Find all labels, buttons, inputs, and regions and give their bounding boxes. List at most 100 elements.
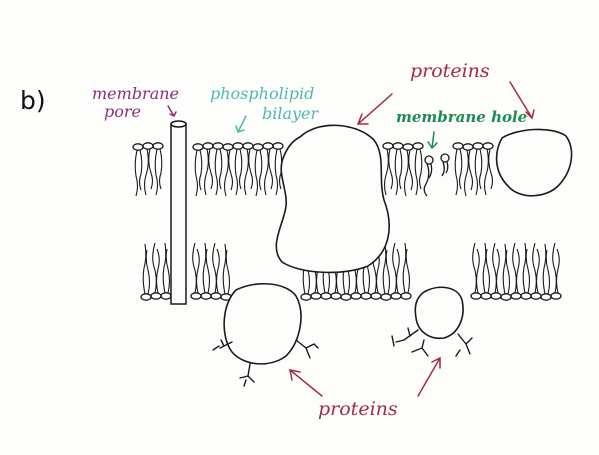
proteins-bottom-label: proteins xyxy=(318,400,398,419)
lipid-tail xyxy=(153,243,157,293)
lipid-tail xyxy=(386,250,389,294)
lipid-tail xyxy=(389,149,393,189)
lipid-head xyxy=(151,293,161,299)
lipid-tail xyxy=(473,243,477,293)
lipid-head xyxy=(211,293,221,299)
lipid-tail xyxy=(546,250,549,294)
lipid-head xyxy=(133,144,143,150)
lower-right-protein xyxy=(415,287,463,338)
lipid-head xyxy=(483,143,493,149)
lipid-tail xyxy=(406,249,409,293)
lipid-tail xyxy=(486,249,489,293)
lipid-tail xyxy=(537,249,540,293)
lipid-tail xyxy=(229,150,233,190)
lipid-tail xyxy=(160,149,162,189)
lipid-tail xyxy=(155,149,157,195)
phospholipid-label-line1: phospholipid xyxy=(210,86,314,102)
lipid-tail xyxy=(215,149,217,195)
lipid-tail xyxy=(260,150,262,190)
lipid-tail xyxy=(166,249,169,293)
lipid-tail xyxy=(193,243,197,293)
membrane-hole-label: membrane hole xyxy=(396,110,527,125)
proteins-top-label: proteins xyxy=(410,62,490,81)
lipid-tail xyxy=(217,249,220,293)
lipid-head xyxy=(141,294,151,300)
lipid-head xyxy=(511,293,521,299)
lipid-head xyxy=(393,143,403,149)
lipid-head xyxy=(471,293,481,299)
lipid-head xyxy=(361,293,371,299)
lipid-tail xyxy=(485,149,489,195)
lipid-tail xyxy=(269,149,273,189)
lipid-tail xyxy=(409,150,413,190)
lipid-tail xyxy=(275,149,277,195)
membrane-pore-label-line2: pore xyxy=(104,104,141,120)
lipid-tail xyxy=(249,149,253,189)
lipid-head xyxy=(193,144,203,150)
lipid-head xyxy=(263,143,273,149)
lipid-tail xyxy=(523,243,526,293)
lipid-head xyxy=(203,143,213,149)
transmembrane-protein xyxy=(276,125,389,272)
lipid-tail xyxy=(383,244,386,294)
lipid-tail xyxy=(223,244,226,294)
lipid-tail xyxy=(415,149,417,195)
membrane-pore-tube xyxy=(171,121,186,304)
lipid-tail xyxy=(420,149,422,189)
lipid-head xyxy=(391,293,401,299)
lipid-tail xyxy=(497,249,500,293)
lipid-head xyxy=(413,143,423,149)
lipid-tail xyxy=(213,243,217,293)
lipid-tail xyxy=(157,249,160,293)
lipid-head xyxy=(213,143,223,149)
lipid-tail xyxy=(145,149,149,195)
lipid-head xyxy=(481,293,491,299)
lipid-tail xyxy=(205,149,209,195)
lower-left-protein xyxy=(224,284,301,364)
lipid-head xyxy=(201,293,211,299)
lipid-tail xyxy=(455,149,457,195)
lipid-head xyxy=(501,294,511,300)
bottom-arrow-left xyxy=(290,370,322,396)
lipid-tail xyxy=(533,243,537,293)
bilayer-arrow xyxy=(236,116,246,132)
lipid-head xyxy=(243,143,253,149)
lipid-head xyxy=(301,294,311,300)
lipid-head xyxy=(541,294,551,300)
lipid-tail xyxy=(209,149,213,189)
lipid-tail xyxy=(203,243,206,293)
lipid-head xyxy=(223,144,233,150)
lipid-tail xyxy=(526,249,529,293)
lipid-tail xyxy=(493,243,497,293)
lipid-tail xyxy=(195,150,197,196)
lipid-tail xyxy=(146,250,149,294)
lipid-tail xyxy=(149,149,153,189)
lipid-tail xyxy=(480,149,482,189)
lipid-tail xyxy=(489,149,493,189)
lipid-tail xyxy=(543,244,546,294)
protein-left-arrow xyxy=(358,94,392,124)
lower-lipid-heads xyxy=(141,293,561,300)
lipid-head xyxy=(521,293,531,299)
lipid-tail xyxy=(240,149,242,189)
lipid-tail xyxy=(483,243,486,293)
lipid-head xyxy=(531,293,541,299)
lipid-tail xyxy=(517,249,520,293)
lipid-head xyxy=(191,293,201,299)
lipid-head xyxy=(383,143,393,149)
membrane-pore-label-line1: membrane xyxy=(92,86,179,102)
lipid-head xyxy=(273,143,283,149)
lipid-tail xyxy=(475,149,477,195)
hole-arrow xyxy=(428,132,437,148)
lipid-head xyxy=(491,293,501,299)
lipid-tail xyxy=(513,243,517,293)
lipid-head xyxy=(351,293,361,299)
lipid-head xyxy=(143,143,153,149)
lipid-tail xyxy=(385,149,389,195)
lipid-head xyxy=(341,294,351,300)
lipid-tail xyxy=(206,249,209,293)
lipid-head xyxy=(253,144,263,150)
lipid-tail xyxy=(140,150,142,190)
lipid-tail xyxy=(265,149,269,195)
